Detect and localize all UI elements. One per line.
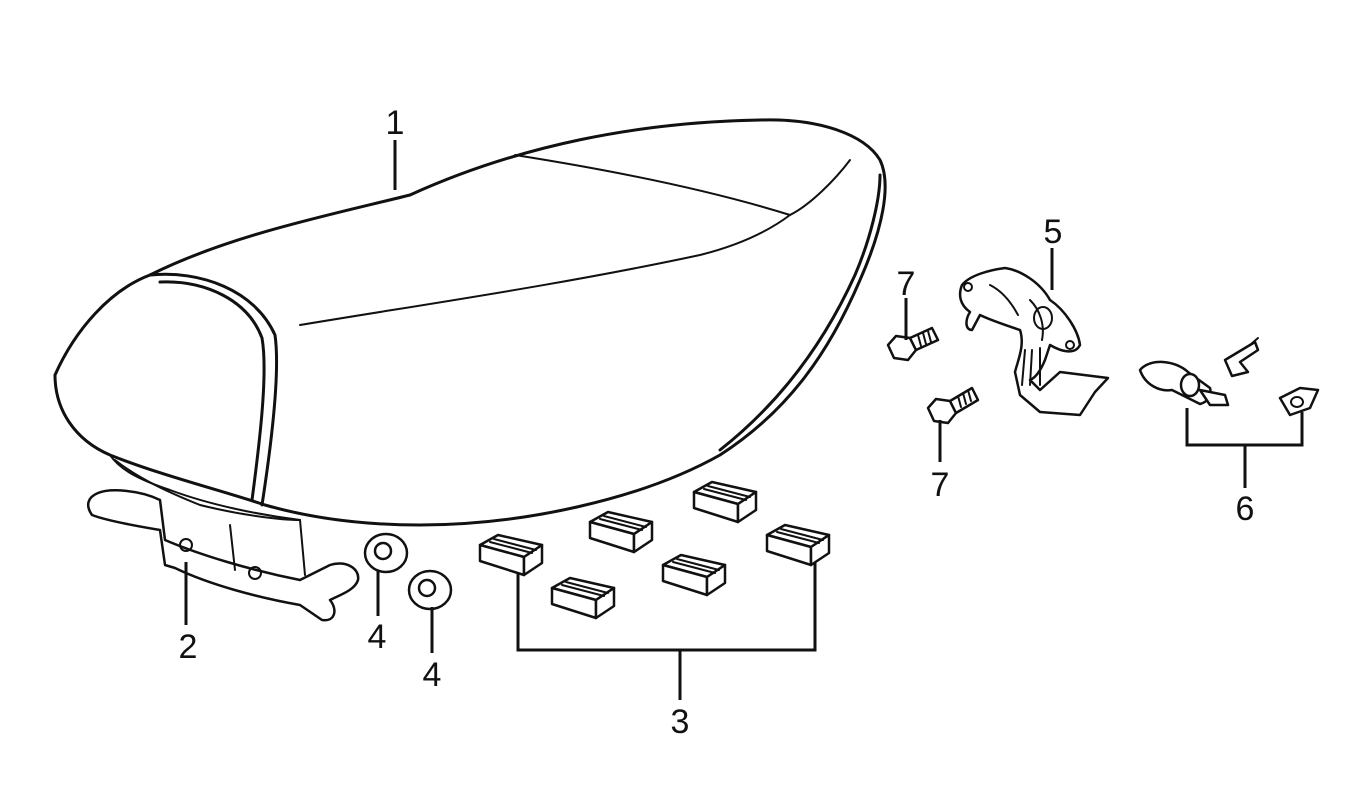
bolt-lower-part bbox=[926, 386, 980, 425]
leader-lines bbox=[184, 140, 1304, 700]
callout-nut-lower: 4 bbox=[423, 656, 442, 694]
callout-seat-lock: 5 bbox=[1044, 213, 1063, 251]
callout-lock-cylinder-set: 6 bbox=[1236, 490, 1255, 528]
callout-bolt-upper: 7 bbox=[897, 265, 916, 303]
callout-seat: 1 bbox=[386, 104, 405, 142]
nut-upper-part bbox=[363, 532, 409, 574]
lock-cylinder-set-part bbox=[1138, 337, 1320, 417]
callout-bolt-lower: 7 bbox=[931, 466, 950, 504]
nut-lower-part bbox=[407, 569, 453, 611]
seat-part bbox=[53, 118, 887, 527]
leader-3 bbox=[516, 563, 817, 652]
callout-rubber-pads: 3 bbox=[671, 703, 690, 741]
bolt-upper-part bbox=[886, 326, 940, 362]
callout-seat-hinge-bracket: 2 bbox=[179, 628, 198, 666]
leader-6 bbox=[1185, 408, 1304, 447]
seat-lock-part bbox=[958, 266, 1110, 417]
callout-labels: 1 2 3 4 4 5 6 7 7 bbox=[179, 104, 1255, 741]
seat-hinge-bracket-part bbox=[86, 459, 360, 622]
rubber-pads-part bbox=[478, 480, 831, 620]
callout-nut-upper: 4 bbox=[368, 618, 387, 656]
